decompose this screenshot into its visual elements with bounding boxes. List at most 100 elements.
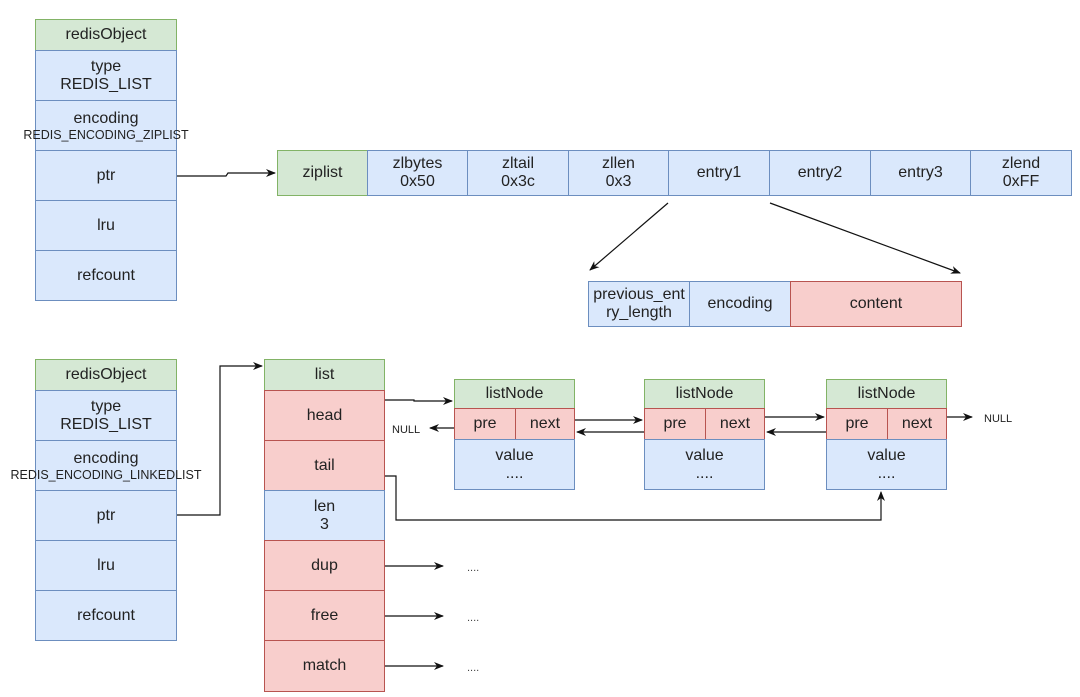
ptr-label: ptr: [96, 506, 116, 524]
next-label: next: [901, 415, 933, 432]
ptr-to-list-arrow: [177, 362, 263, 516]
entry1-cell: entry1: [668, 150, 770, 196]
value-label: value: [685, 446, 724, 464]
next-label: next: [719, 415, 751, 432]
redisobject-header-label: redisObject: [65, 366, 147, 383]
lru-label: lru: [97, 556, 115, 574]
value-ellipsis: ....: [505, 464, 524, 482]
entry-content-cell: content: [790, 281, 962, 327]
listnode-2-next: next: [705, 408, 765, 440]
listnode-1-header: listNode: [454, 379, 575, 409]
next-label: next: [529, 415, 561, 432]
list-free-field: free: [264, 590, 385, 641]
zlend-cell: zlend 0xFF: [970, 150, 1072, 196]
entry-encoding-label: encoding: [707, 295, 773, 312]
redisobject-lru-field-bottom: lru: [35, 540, 177, 591]
ziplist-label: ziplist: [302, 164, 343, 181]
listnode-3-value: value ....: [826, 439, 947, 490]
match-ellipsis: ....: [467, 662, 480, 674]
entry1-label: entry1: [696, 164, 742, 181]
listnode-title: listNode: [675, 385, 734, 402]
entry-content-label: content: [849, 295, 903, 312]
ziplist-header-cell: ziplist: [277, 150, 368, 196]
listnode-1-value: value ....: [454, 439, 575, 490]
len-value: 3: [320, 515, 329, 533]
zltail-cell: zltail 0x3c: [467, 150, 569, 196]
zlend-value: 0xFF: [1002, 173, 1040, 190]
entry2-cell: entry2: [769, 150, 871, 196]
dup-label: dup: [311, 556, 338, 574]
entry1-to-detail-right-arrow: [769, 202, 961, 274]
type-label: type: [90, 397, 122, 415]
redisobject-lru-field-top: lru: [35, 200, 177, 251]
head-to-node1-arrow: [385, 397, 453, 405]
list-match-field: match: [264, 640, 385, 692]
listnode-title: listNode: [485, 385, 544, 402]
list-dup-field: dup: [264, 540, 385, 591]
previous-entry-length-line2: ry_length: [606, 304, 672, 321]
value-label: value: [867, 446, 906, 464]
redisobject-header-top: redisObject: [35, 19, 177, 51]
redisobject-ptr-field-bottom: ptr: [35, 490, 177, 541]
value-label: value: [495, 446, 534, 464]
lru-label: lru: [97, 216, 115, 234]
zltail-value: 0x3c: [501, 173, 535, 190]
entry3-label: entry3: [898, 164, 943, 181]
listnode-1-next: next: [515, 408, 575, 440]
type-value: REDIS_LIST: [60, 415, 152, 433]
free-ellipsis: ....: [467, 612, 480, 624]
null-right-label: NULL: [984, 413, 1013, 425]
redisobject-encoding-field-bottom: encoding REDIS_ENCODING_LINKEDLIST: [10, 440, 202, 491]
match-label: match: [302, 657, 347, 674]
listnode-1-pre: pre: [454, 408, 516, 440]
entry2-label: entry2: [797, 164, 843, 181]
listnode-3-pre: pre: [826, 408, 888, 440]
zlbytes-value: 0x50: [400, 173, 435, 190]
redisobject-header-bottom: redisObject: [35, 359, 177, 391]
redisobject-type-field-top: type REDIS_LIST: [35, 50, 177, 101]
tail-to-node3-arrow: [385, 475, 885, 521]
listnode-title: listNode: [857, 385, 916, 402]
len-label: len: [313, 497, 336, 515]
zltail-label: zltail: [501, 155, 534, 172]
redisobject-header-label: redisObject: [65, 26, 147, 43]
null-left-label: NULL: [392, 424, 421, 436]
entry-encoding-cell: encoding: [689, 281, 791, 327]
zllen-label: zllen: [602, 155, 635, 172]
pre-label: pre: [473, 415, 497, 432]
refcount-label: refcount: [77, 266, 135, 284]
value-ellipsis: ....: [695, 464, 714, 482]
list-header: list: [264, 359, 385, 391]
encoding-value: REDIS_ENCODING_ZIPLIST: [23, 127, 189, 142]
list-label: list: [314, 366, 335, 383]
redisobject-refcount-field-bottom: refcount: [35, 590, 177, 641]
listnode-3-next: next: [887, 408, 947, 440]
type-value: REDIS_LIST: [60, 75, 152, 93]
encoding-label: encoding: [73, 109, 139, 127]
pre-label: pre: [663, 415, 687, 432]
value-ellipsis: ....: [877, 464, 896, 482]
listnode-3-header: listNode: [826, 379, 947, 409]
entry3-cell: entry3: [870, 150, 971, 196]
zlbytes-label: zlbytes: [392, 155, 443, 172]
zlend-label: zlend: [1001, 155, 1041, 172]
refcount-label: refcount: [77, 606, 135, 624]
head-label: head: [306, 406, 343, 424]
entry1-to-detail-left-arrow: [589, 202, 669, 271]
encoding-label: encoding: [73, 449, 139, 467]
zlbytes-cell: zlbytes 0x50: [367, 150, 468, 196]
redisobject-refcount-field-top: refcount: [35, 250, 177, 301]
list-head-field: head: [264, 390, 385, 441]
listnode-2-header: listNode: [644, 379, 765, 409]
previous-entry-length-cell: previous_ent ry_length: [588, 281, 690, 327]
ptr-label: ptr: [96, 166, 116, 184]
list-tail-field: tail: [264, 440, 385, 491]
dup-ellipsis: ....: [467, 562, 480, 574]
ptr-to-ziplist-arrow: [177, 169, 276, 177]
tail-label: tail: [314, 456, 335, 474]
previous-entry-length-line1: previous_ent: [593, 286, 685, 303]
redisobject-ptr-field-top: ptr: [35, 150, 177, 201]
encoding-value: REDIS_ENCODING_LINKEDLIST: [10, 467, 202, 482]
zllen-value: 0x3: [605, 173, 632, 190]
listnode-2-value: value ....: [644, 439, 765, 490]
